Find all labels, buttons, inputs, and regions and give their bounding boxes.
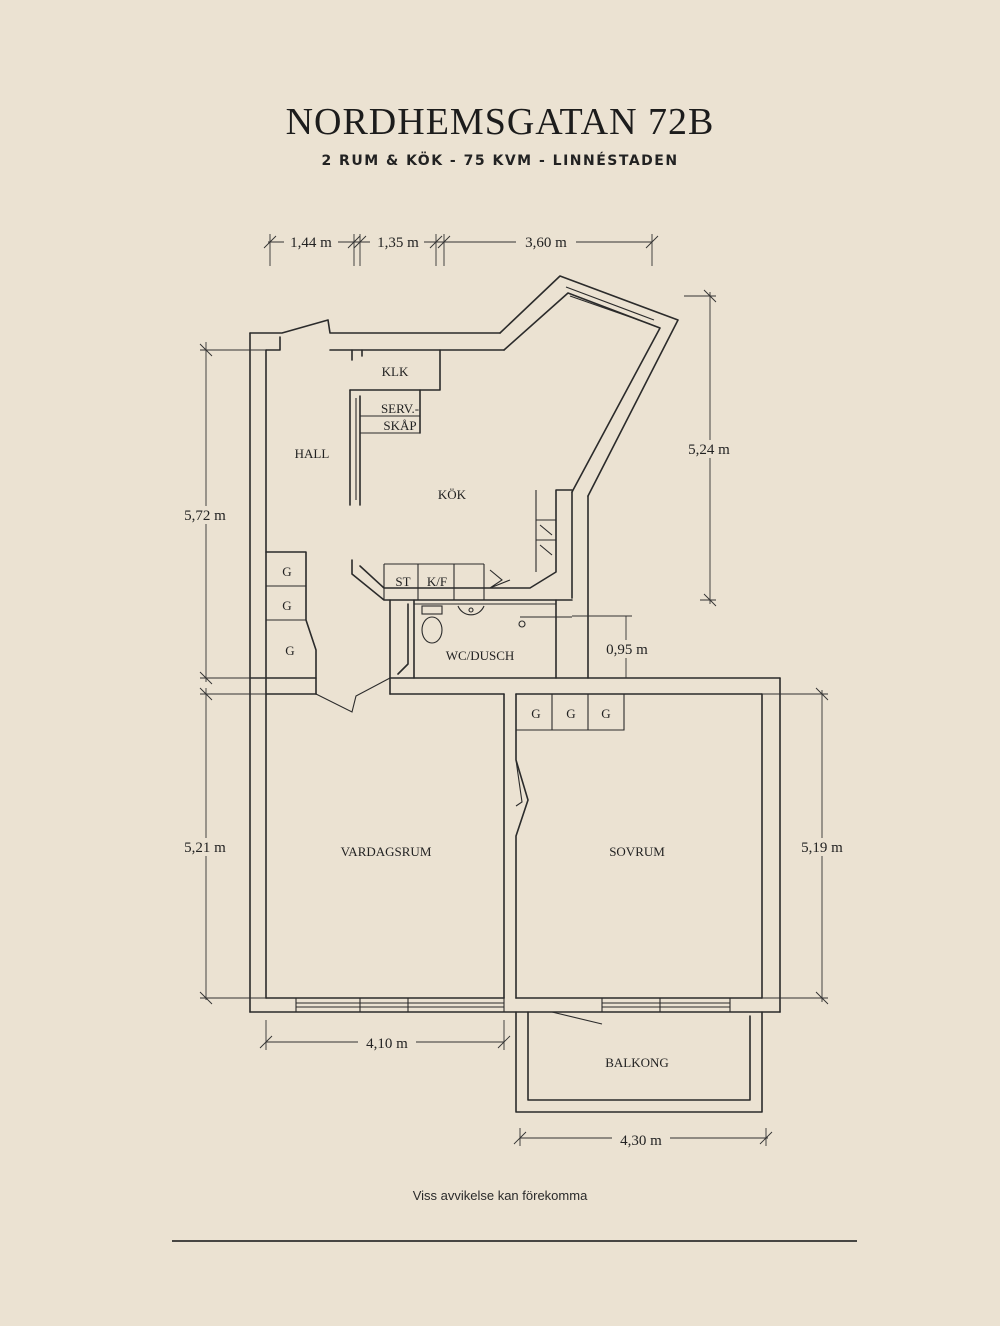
- label-wardrobe-5: G: [566, 706, 575, 721]
- label-st: ST: [395, 574, 410, 589]
- label-balkong: BALKONG: [605, 1055, 669, 1070]
- label-wardrobe-3: G: [285, 643, 294, 658]
- label-kok: KÖK: [438, 487, 467, 502]
- label-wardrobe-1: G: [282, 564, 291, 579]
- label-klk: KLK: [382, 364, 409, 379]
- dim-right-upper: 5,24 m: [688, 442, 730, 458]
- dim-top-a: 1,44 m: [290, 235, 332, 251]
- outer-walls: [249, 275, 781, 1013]
- label-wardrobe-6: G: [601, 706, 610, 721]
- dim-left-upper: 5,72 m: [184, 508, 226, 524]
- label-kf: K/F: [427, 574, 447, 589]
- dim-right-mid: 0,95 m: [606, 642, 648, 658]
- dimension-labels: 1,44 m 1,35 m 3,60 m 5,72 m 5,21 m 5,24 …: [176, 232, 852, 1149]
- dim-top-b: 1,35 m: [377, 235, 419, 251]
- dim-left-lower: 5,21 m: [184, 840, 226, 856]
- label-wc: WC/DUSCH: [446, 648, 515, 663]
- label-sovrum: SOVRUM: [609, 844, 665, 859]
- label-wardrobe-4: G: [531, 706, 540, 721]
- label-wardrobe-2: G: [282, 598, 291, 613]
- dim-bottom-a: 4,10 m: [366, 1036, 408, 1052]
- page-title: NORDHEMSGATAN 72B: [285, 101, 715, 143]
- dimension-lines: [199, 234, 829, 1146]
- footer-divider: [172, 1240, 857, 1242]
- label-serv-2: SKÅP: [383, 418, 416, 433]
- label-vardagsrum: VARDAGSRUM: [341, 844, 432, 859]
- dim-bottom-b: 4,30 m: [620, 1133, 662, 1149]
- interior-walls: [265, 349, 763, 1113]
- label-serv-1: SERV.-: [381, 401, 419, 416]
- disclaimer-note: Viss avvikelse kan förekomma: [412, 1188, 588, 1203]
- room-labels: KLK SERV.- SKÅP HALL KÖK ST K/F WC/DUSCH…: [282, 364, 668, 1070]
- dim-right-lower: 5,19 m: [801, 840, 843, 856]
- label-hall: HALL: [295, 446, 330, 461]
- page-subtitle: 2 RUM & KÖK - 75 KVM - LINNÉSTADEN: [321, 153, 679, 169]
- dim-top-c: 3,60 m: [525, 235, 567, 251]
